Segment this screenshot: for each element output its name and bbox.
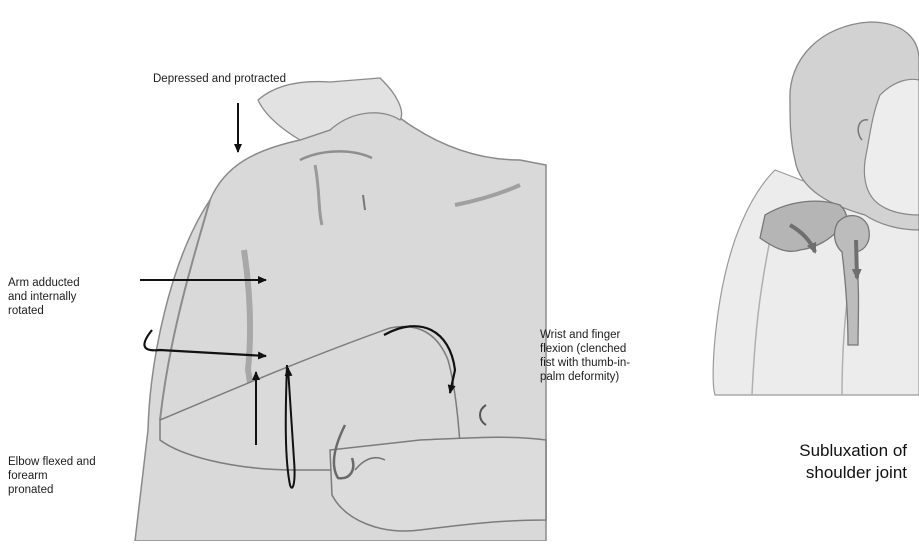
shoulder-subluxation-figure bbox=[713, 22, 919, 395]
label-wrist-finger-flexion: Wrist and finger flexion (clenched fist … bbox=[540, 328, 630, 384]
label-depressed-protracted: Depressed and protracted bbox=[153, 72, 286, 86]
caption-subluxation: Subluxation of shoulder joint bbox=[799, 440, 907, 484]
label-arm-adducted: Arm adducted and internally rotated bbox=[8, 276, 80, 318]
hand-shape bbox=[330, 437, 546, 531]
subluxation-arrow-2 bbox=[856, 240, 857, 278]
label-elbow-flexed: Elbow flexed and forearm pronated bbox=[8, 455, 96, 497]
